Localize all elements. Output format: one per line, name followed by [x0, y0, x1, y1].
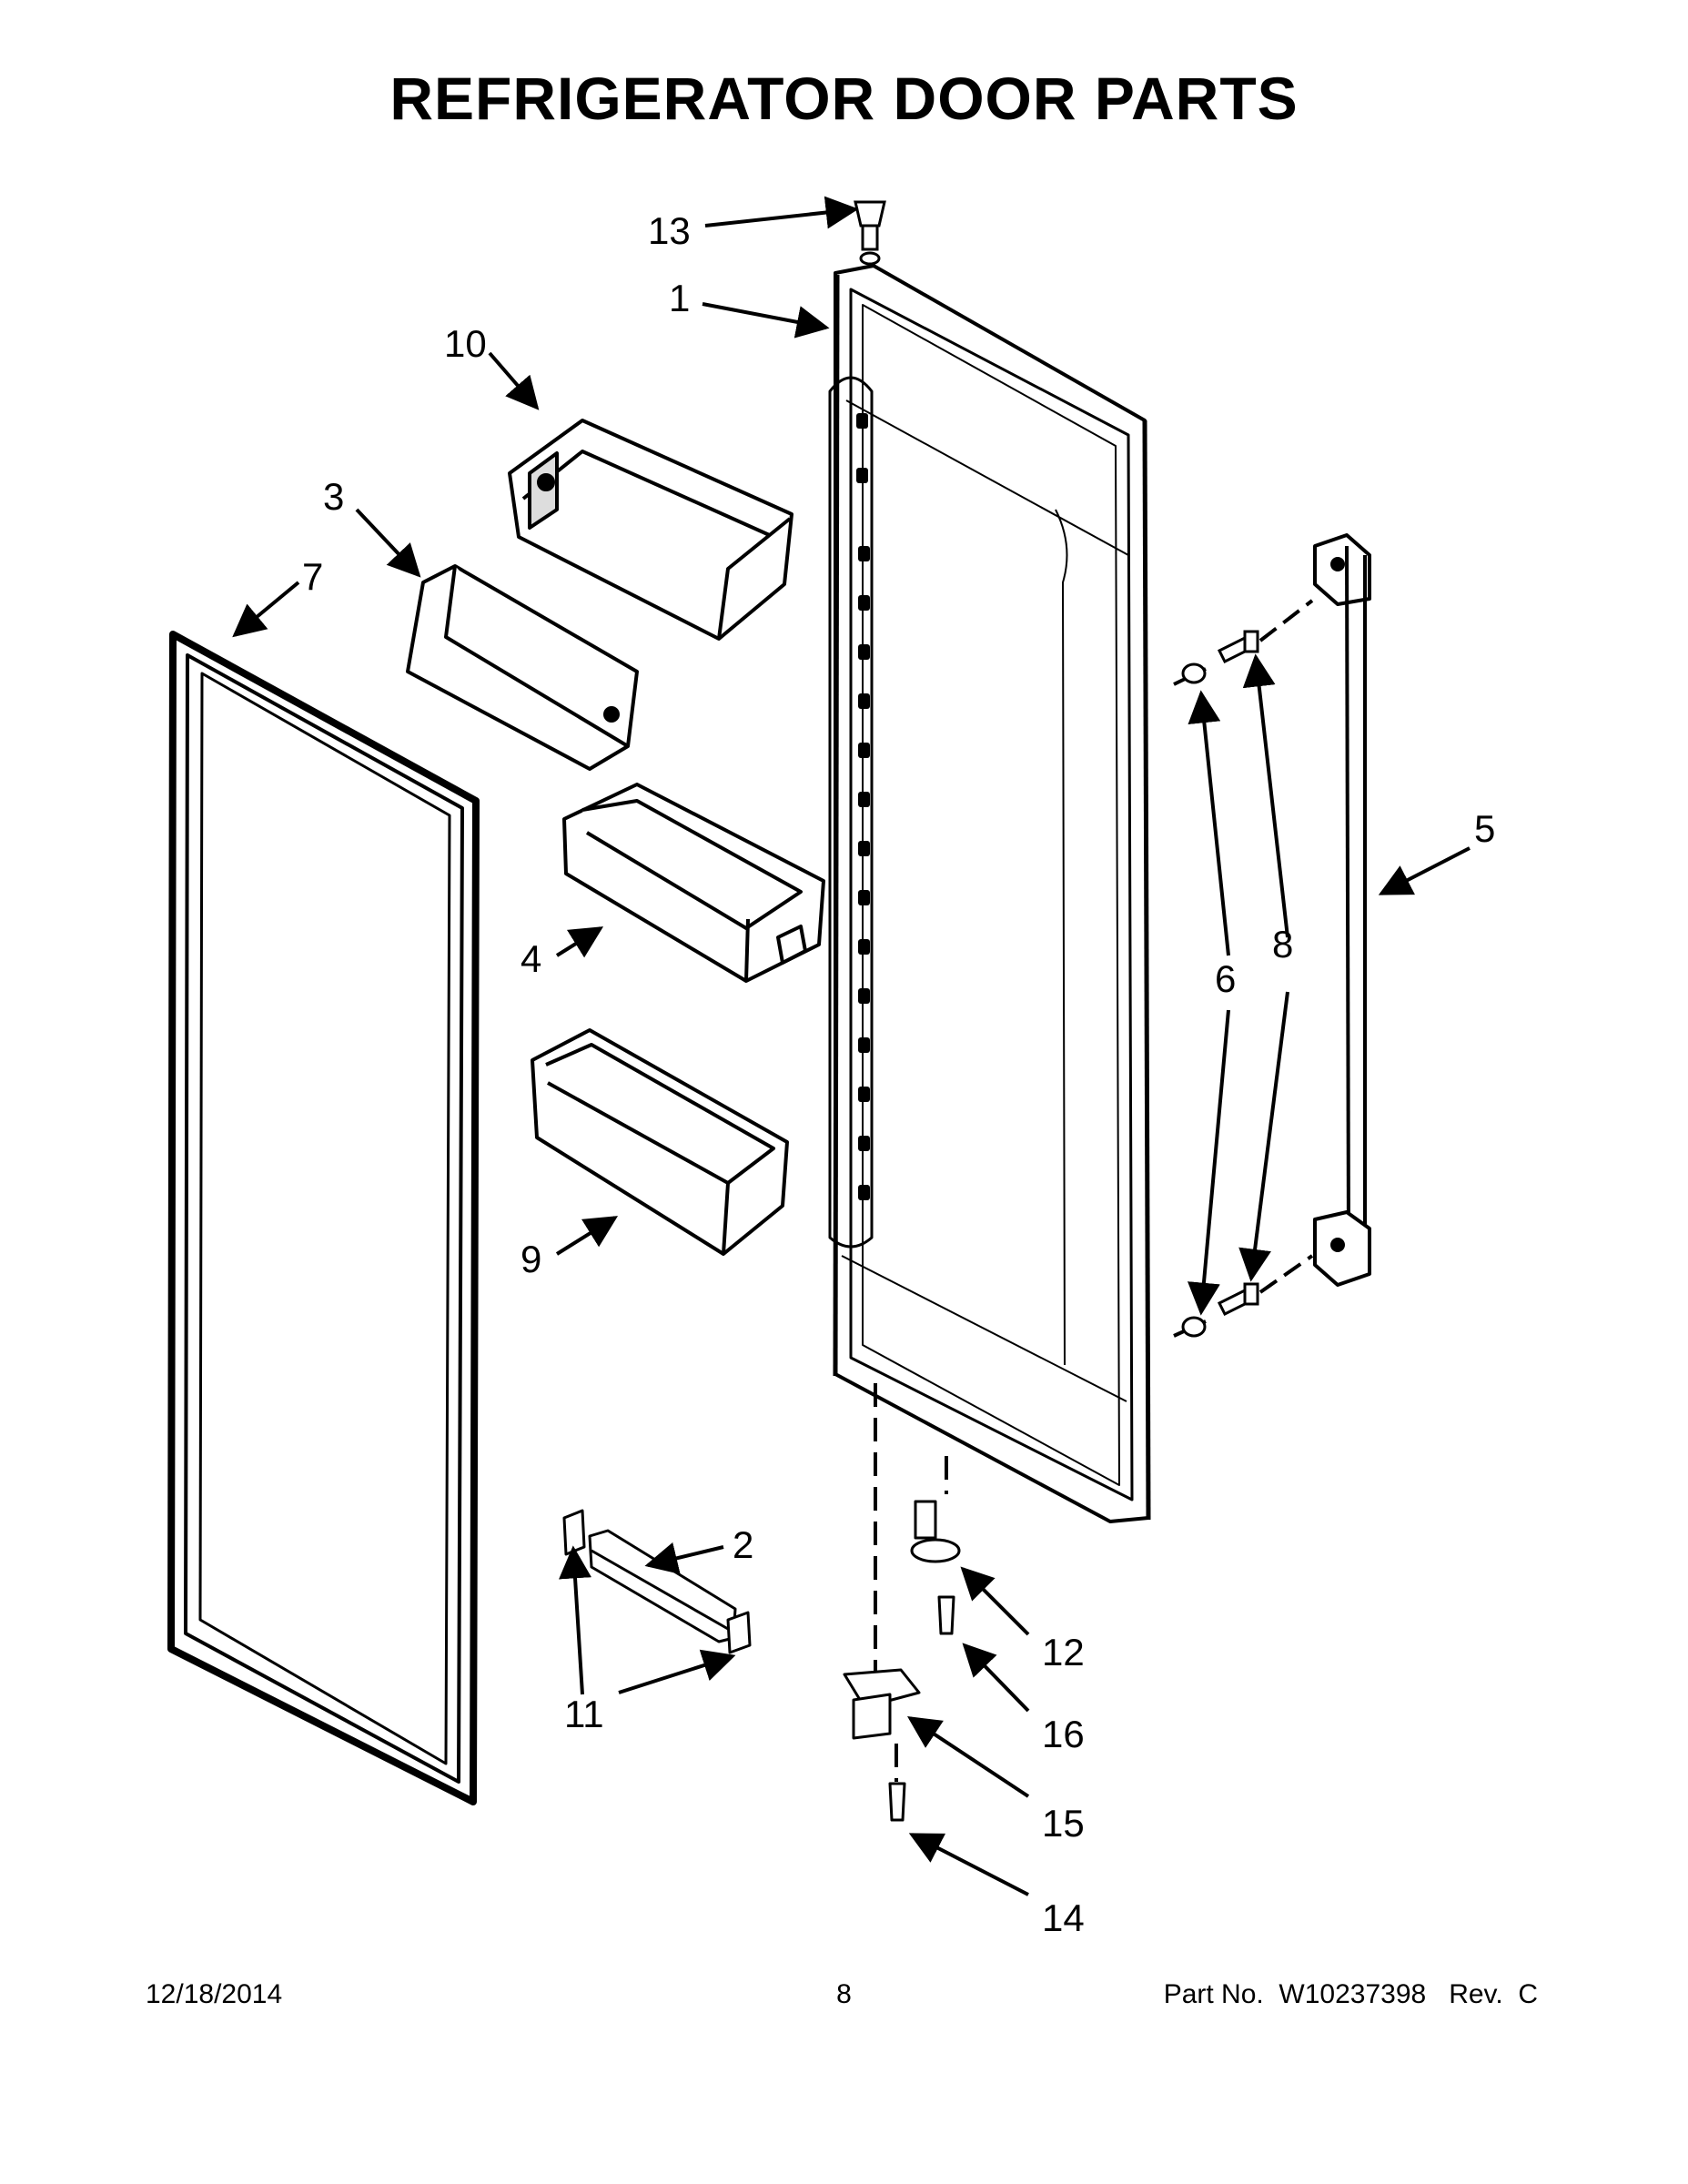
door-shelf-slots	[856, 413, 870, 1200]
bottom-hinge-hardware	[843, 1500, 961, 1822]
callout-10: 10	[444, 322, 487, 365]
footer-date: 12/18/2014	[146, 1979, 283, 2009]
dairy-bin-part	[508, 419, 793, 641]
door-trim-part	[562, 1509, 752, 1654]
dairy-door-part	[406, 564, 639, 771]
callout-2: 2	[733, 1523, 753, 1566]
callout-6: 6	[1215, 957, 1236, 1000]
callout-12: 12	[1042, 1631, 1085, 1673]
handle-mount-dashed-lines	[1173, 599, 1314, 1338]
callout-14: 14	[1042, 1896, 1085, 1939]
bottom-hinge-dashed-lines	[874, 1383, 948, 1782]
page-title: REFRIGERATOR DOOR PARTS	[389, 65, 1299, 132]
callout-8: 8	[1272, 923, 1293, 966]
footer-part-number: Part No. W10237398 Rev. C	[1163, 1979, 1538, 2009]
callout-11: 11	[564, 1693, 604, 1735]
footer-page-number: 8	[836, 1979, 852, 2009]
large-door-bin-part	[562, 783, 825, 983]
callout-9: 9	[521, 1238, 541, 1280]
callout-3: 3	[323, 475, 344, 518]
callout-7: 7	[302, 555, 323, 598]
small-door-bin-part	[531, 1028, 789, 1256]
callout-5: 5	[1474, 807, 1495, 850]
door-handle-part	[1313, 533, 1371, 1287]
callout-15: 15	[1042, 1802, 1085, 1845]
callout-4: 4	[521, 937, 541, 980]
door-gasket-part	[167, 631, 480, 1805]
door-liner-part	[828, 264, 1151, 1523]
top-hinge-bushing-part	[854, 200, 886, 266]
callout-leader-lines	[232, 196, 1471, 1896]
callout-16: 16	[1042, 1713, 1085, 1755]
callout-13: 13	[648, 209, 691, 252]
callout-1: 1	[669, 277, 690, 319]
handle-nuts-and-studs	[1181, 630, 1259, 1338]
